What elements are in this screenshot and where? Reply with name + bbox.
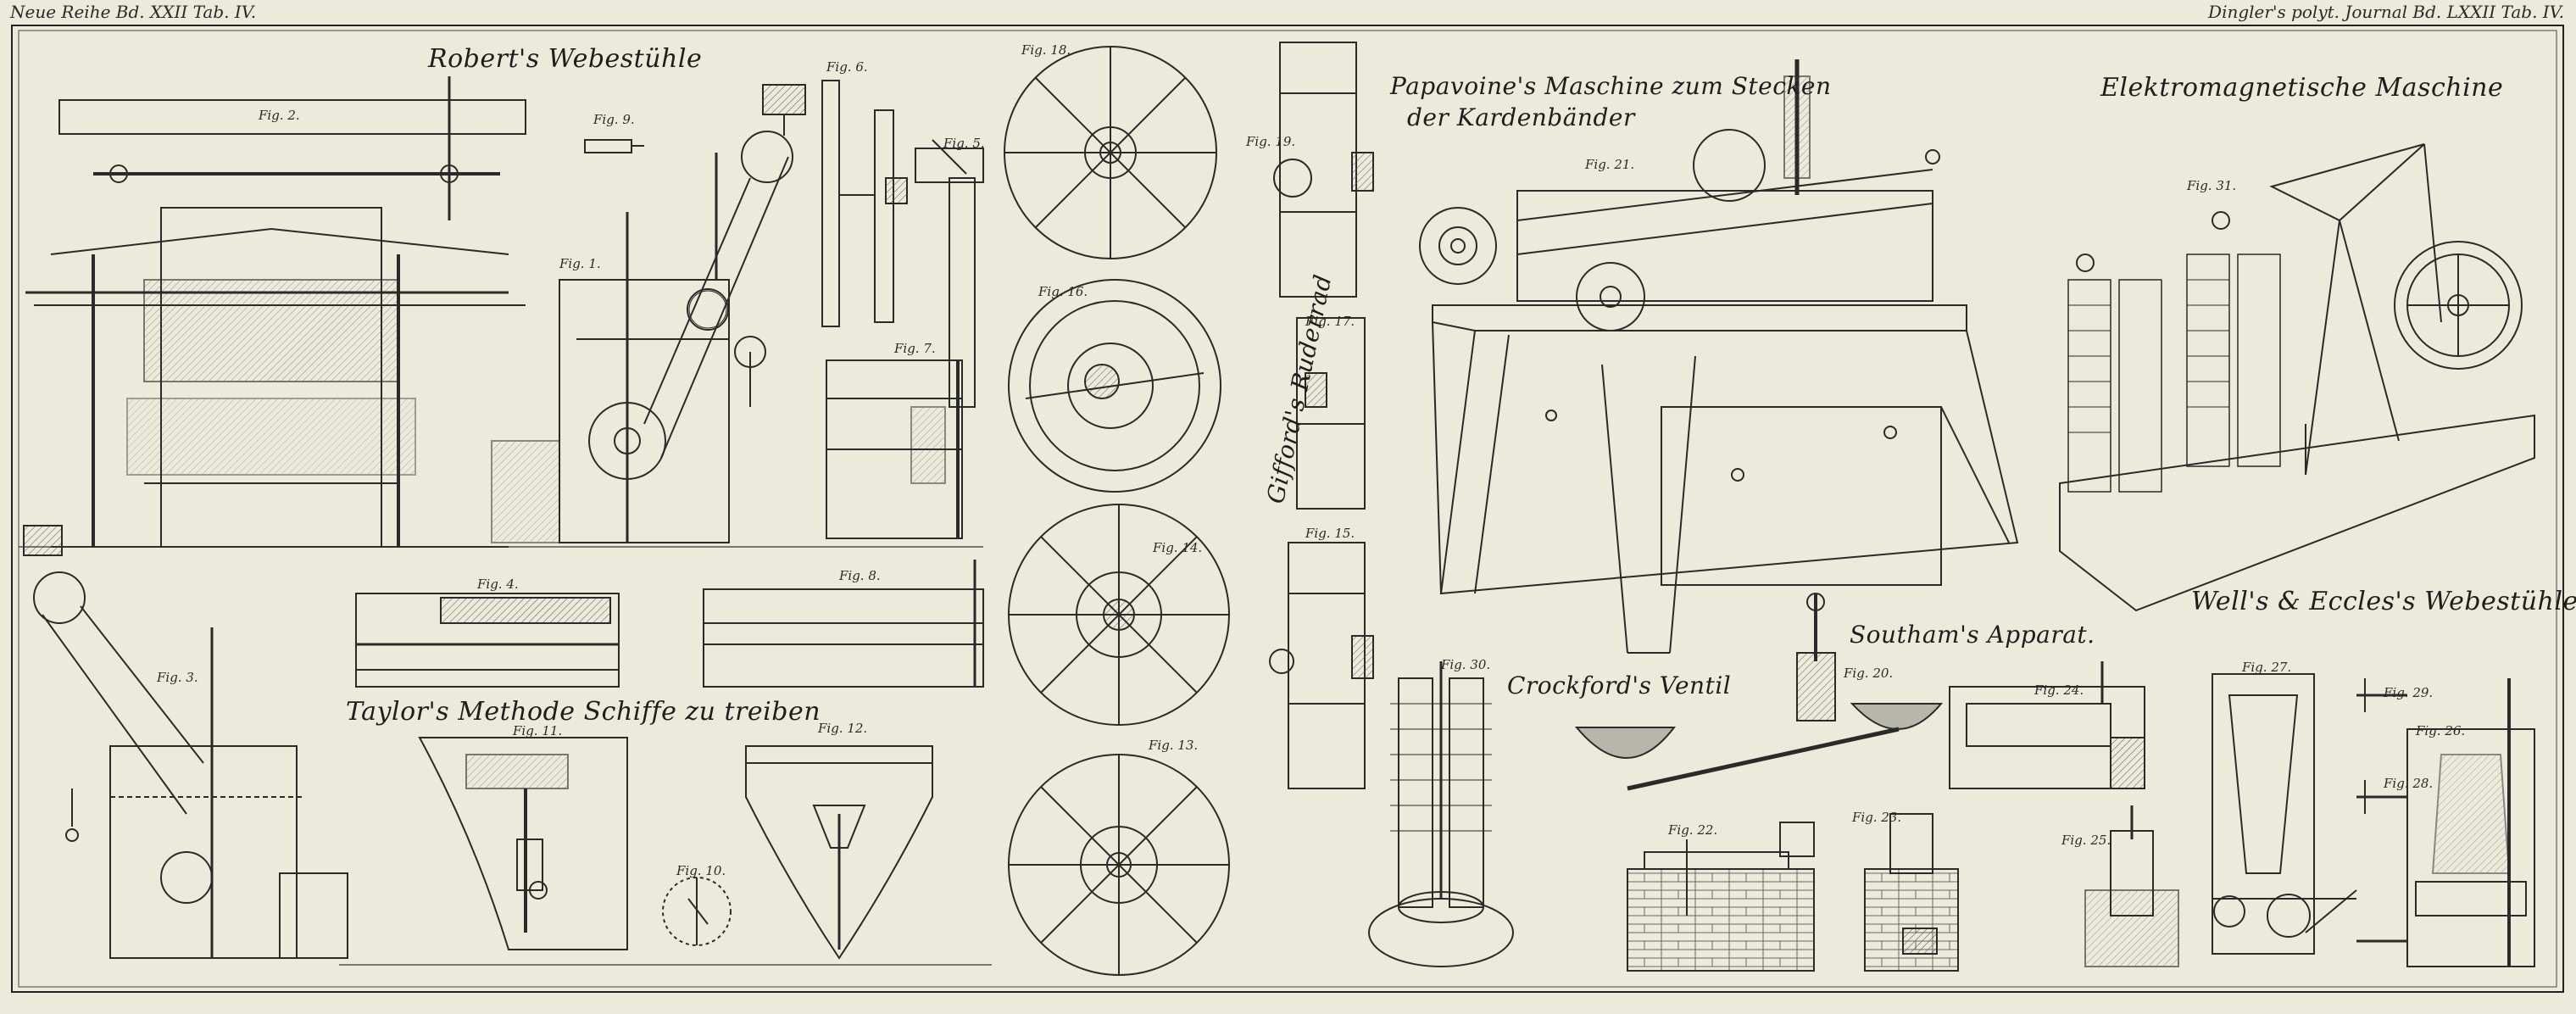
fig-label-14: Fig. 14. [1153, 540, 1203, 555]
fig-label-15: Fig. 15. [1305, 526, 1355, 541]
fig-label-31: Fig. 31. [2187, 178, 2237, 193]
fig2-loom-front-drawing [25, 76, 526, 548]
plate-border-inner [18, 30, 2557, 988]
fig-label-2: Fig. 2. [259, 108, 300, 123]
fig27-loom-drawing [2212, 673, 2357, 955]
fig-label-26: Fig. 26. [2416, 723, 2466, 738]
title-papavoine-line2: der Kardenbänder [1407, 103, 1635, 131]
plate-dividers [19, 546, 992, 966]
fig29-drawing [2356, 678, 2407, 712]
fig6-drawing [821, 80, 908, 327]
fig5-drawing [915, 139, 984, 408]
fig15-frame-drawing [1269, 542, 1374, 789]
fig12-ship-drawing [745, 745, 933, 960]
fig-label-22: Fig. 22. [1668, 822, 1718, 838]
pulley-rope-drawing [643, 84, 806, 459]
fig19-frame-drawing [1273, 42, 1374, 298]
fig-label-20: Fig. 20. [1844, 666, 1894, 681]
fig14-wheel-drawing [1008, 504, 1230, 726]
fig-label-4: Fig. 4. [477, 577, 519, 592]
fig-label-18: Fig. 18. [1021, 42, 1071, 58]
fig20-balance-drawing [1574, 593, 1944, 791]
fig10-drawing [662, 877, 732, 946]
fig13-wheel-drawing [1008, 754, 1230, 976]
fig-label-10: Fig. 10. [676, 863, 726, 878]
fig24-drawing [1949, 661, 2145, 789]
fig-label-25: Fig. 25. [2061, 833, 2111, 848]
title-elektromagnetische: Elektromagnetische Maschine [2100, 73, 2504, 103]
fig-label-9: Fig. 9. [593, 112, 635, 127]
fig-label-29: Fig. 29. [2384, 685, 2434, 700]
fig-label-11: Fig. 11. [513, 723, 563, 738]
fig3-loom-drawing [23, 525, 348, 959]
title-roberts-loom: Robert's Webestühle [428, 44, 703, 74]
fig-label-6: Fig. 6. [826, 59, 868, 75]
fig-label-8: Fig. 8. [839, 568, 881, 583]
header-left: Neue Reihe Bd. XXII Tab. IV. [10, 2, 257, 22]
fig22-drawing [1627, 822, 1815, 972]
fig-label-30: Fig. 30. [1441, 657, 1491, 672]
fig9-drawing [584, 139, 644, 153]
fig-label-21: Fig. 21. [1585, 157, 1635, 172]
fig17-frame-drawing [1296, 317, 1366, 510]
fig16-wheel-drawing [1008, 279, 1221, 493]
fig-label-19: Fig. 19. [1246, 134, 1296, 149]
fig1-loom-side-drawing [491, 153, 766, 543]
fig4-drawing [355, 593, 620, 688]
fig8-drawing [703, 560, 984, 688]
fig11-ship-drawing [418, 737, 628, 950]
fig-label-23: Fig. 23. [1852, 810, 1902, 825]
fig-label-5: Fig. 5. [943, 136, 985, 151]
title-taylor: Taylor's Methode Schiffe zu treiben [346, 697, 821, 727]
title-southam: Southam's Apparat. [1850, 621, 2095, 649]
fig31-electromagnetic-machine-drawing [2059, 143, 2535, 612]
fig-label-16: Fig. 16. [1038, 284, 1088, 299]
fig-label-1: Fig. 1. [559, 256, 601, 271]
fig-label-28: Fig. 28. [2384, 776, 2434, 791]
title-crockford: Crockford's Ventil [1507, 671, 1732, 699]
fig-label-17: Fig. 17. [1305, 314, 1355, 329]
title-wells-eccles: Well's & Eccles's Webestühle [2191, 587, 2576, 616]
fig28-drawing [2356, 780, 2407, 943]
fig18-wheel-drawing [1004, 46, 1217, 259]
fig-label-12: Fig. 12. [818, 721, 868, 736]
fig23-drawing [1864, 813, 1959, 972]
fig-label-7: Fig. 7. [894, 341, 936, 356]
fig-label-27: Fig. 27. [2242, 660, 2292, 675]
title-papavoine-line1: Papavoine's Maschine zum Stecken [1390, 72, 1832, 100]
fig-label-24: Fig. 24. [2034, 682, 2084, 698]
plate-border-outer [11, 25, 2564, 993]
fig-label-3: Fig. 3. [157, 670, 198, 685]
fig21-papavoine-machine-drawing [1419, 59, 2019, 654]
fig25-drawing [2084, 805, 2179, 967]
header-right: Dingler's polyt. Journal Bd. LXXII Tab. … [2208, 2, 2564, 22]
fig-label-13: Fig. 13. [1149, 738, 1199, 753]
fig26-loom-drawing [2406, 678, 2535, 967]
fig7-drawing [826, 359, 963, 539]
fig30-valve-drawing [1368, 661, 1514, 967]
